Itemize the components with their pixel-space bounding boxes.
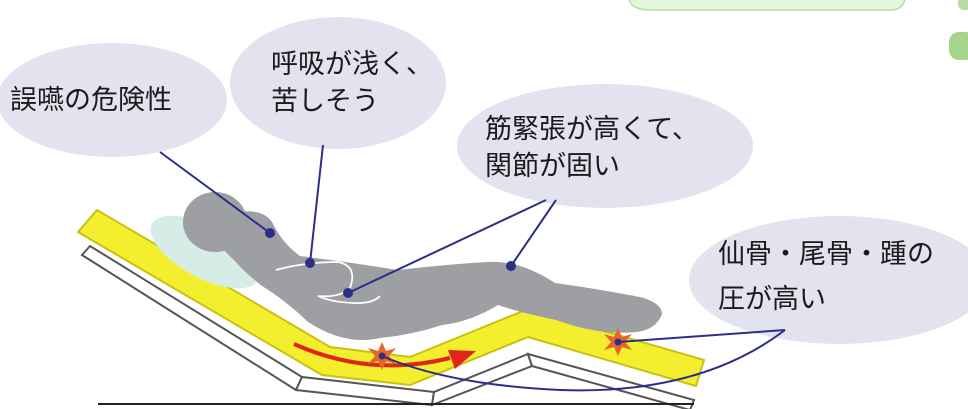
label-tension-line1: 筋緊張が高くて、 <box>485 114 699 145</box>
side-tab-upper <box>958 0 968 10</box>
leader-tension-arm <box>347 199 547 294</box>
top-tab-panel <box>628 0 906 11</box>
slide-arrow <box>293 342 476 369</box>
label-pressure-line2: 圧が高い <box>718 284 826 315</box>
speech-bubbles <box>0 17 968 344</box>
pillow <box>150 215 260 289</box>
leader-pressure-sacrum <box>381 329 786 392</box>
leader-dot-tension-knee <box>506 261 516 271</box>
bed-frame <box>80 244 696 409</box>
arrowhead <box>448 350 476 369</box>
label-tension-line2: 関節が固い <box>485 151 620 182</box>
leader-tension-knee <box>510 199 557 267</box>
bubble-tension <box>457 84 753 208</box>
leader-pressure-heel <box>617 329 786 343</box>
top-right-tab <box>628 0 968 60</box>
frame-leg-section <box>526 352 696 409</box>
patient-torso-legs <box>212 211 662 340</box>
leader-dot-aspiration <box>265 228 275 238</box>
leader-lines <box>159 144 786 392</box>
leader-aspiration <box>159 151 271 234</box>
patient-hand-outline <box>317 295 381 305</box>
patient-head <box>183 192 247 252</box>
red-arrow-icon <box>293 342 451 368</box>
label-breathing-line2: 苦しそう <box>271 86 379 117</box>
bubble-aspiration <box>0 43 227 157</box>
leader-breathing <box>309 144 324 264</box>
leader-dot-tension-arm <box>343 288 353 298</box>
side-tab-lower <box>949 32 968 60</box>
label-pressure-line1: 仙骨・尾骨・踵の <box>718 239 934 270</box>
mattress <box>77 209 705 387</box>
label-breathing-line1: 呼吸が浅く、 <box>271 49 433 80</box>
label-aspiration-risk: 誤嚥の危険性 <box>10 85 172 116</box>
patient-body <box>183 192 662 340</box>
leader-dot-breathing <box>305 258 315 268</box>
bubble-pressure <box>689 216 968 344</box>
bubble-breathing <box>230 17 446 149</box>
